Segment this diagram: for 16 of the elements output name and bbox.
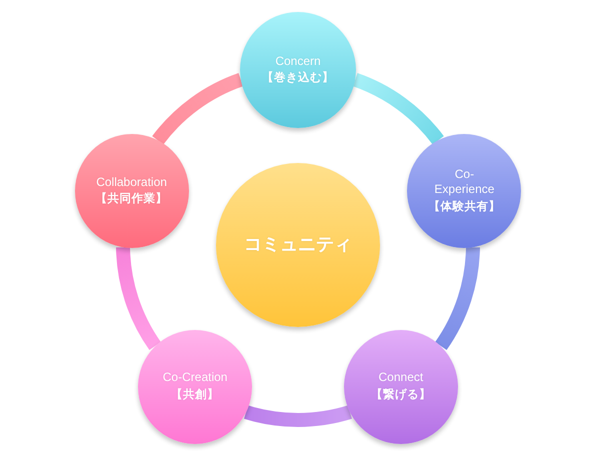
connector-arc [152,73,244,145]
concept-subtitle: 【巻き込む】 [262,71,334,86]
connector-arc [244,405,352,427]
connector-arc [434,246,480,350]
concept-label: Co-Experience [433,166,496,198]
concept-label: Collaboration [96,174,167,190]
concept-subtitle: 【共創】 [171,388,220,403]
hub-label: コミュニティ [244,233,352,256]
connector-arc [116,246,162,350]
concept-subtitle: 【繋げる】 [370,388,431,403]
concept-subtitle: 【共同作業】 [96,192,168,208]
concept-label: Connect [378,370,424,386]
concept-subtitle: 【体験共有】 [428,200,500,215]
concept-label: Concern [275,54,321,70]
concept-label: Co-Creation [162,370,228,386]
connector-arc [352,73,444,145]
